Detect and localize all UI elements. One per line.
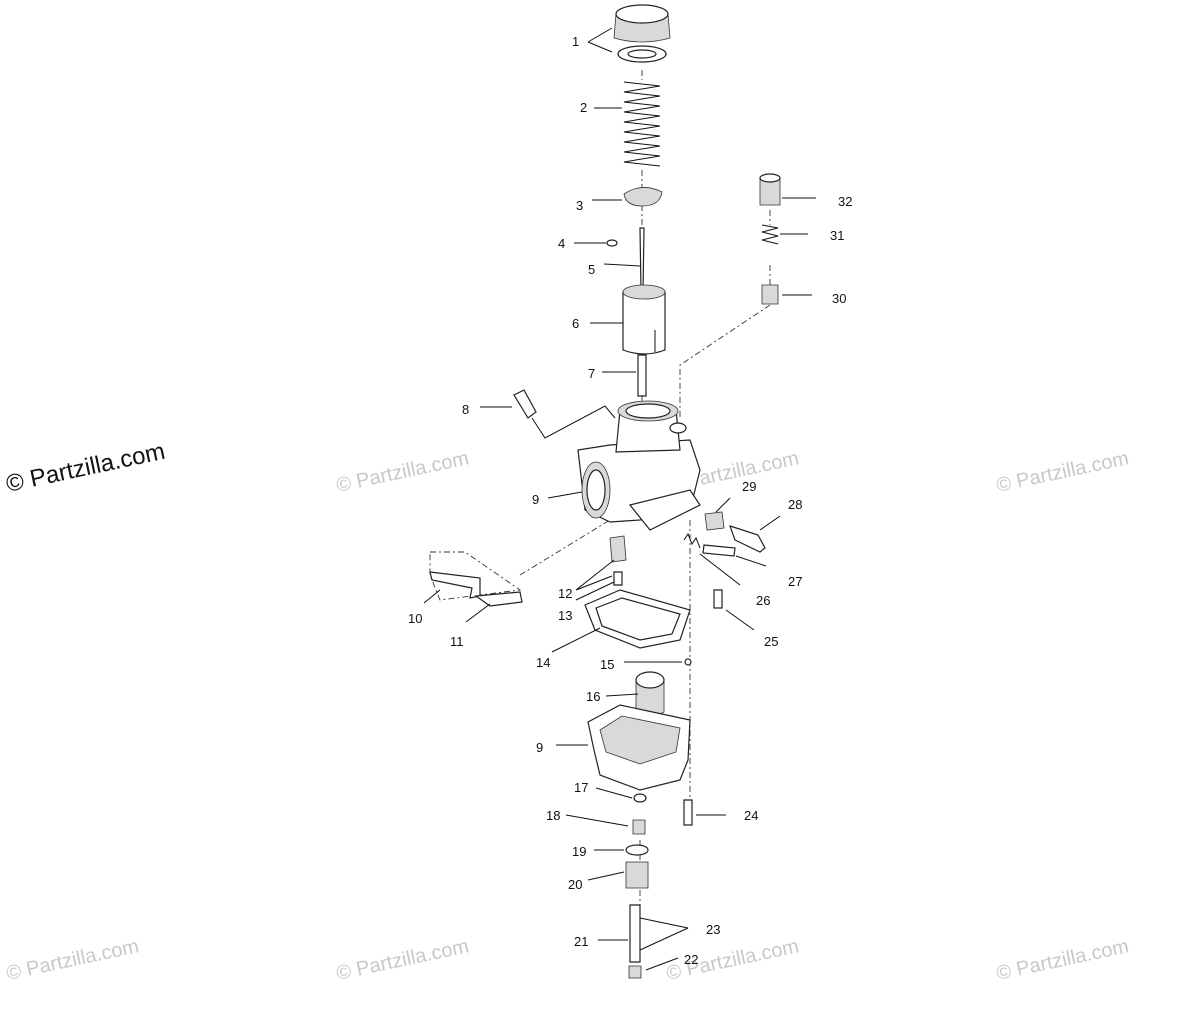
- callout-label: 2: [580, 100, 587, 115]
- clip-part: [606, 239, 618, 247]
- float-part: [635, 671, 665, 717]
- watermark: © Partzilla.com: [994, 447, 1130, 497]
- callout-label: 25: [764, 634, 778, 649]
- bracket-part: [429, 571, 523, 607]
- jets-part: [609, 535, 627, 586]
- choke-cap-part: [513, 389, 537, 419]
- callout-label: 28: [788, 497, 802, 512]
- watermark: © Partzilla.com: [994, 935, 1130, 985]
- watermark-main: © Partzilla.com: [4, 438, 168, 498]
- watermark: © Partzilla.com: [334, 447, 470, 497]
- parts: [429, 4, 781, 979]
- callout-label: 6: [572, 316, 579, 331]
- choke-assembly-part: [759, 173, 781, 305]
- spring-part: [623, 81, 661, 167]
- jet-holder-part: [637, 354, 647, 397]
- callout-label: 26: [756, 593, 770, 608]
- callout-label: 17: [574, 780, 588, 795]
- watermarks: © Partzilla.com © Partzilla.com © Partzi…: [4, 438, 1131, 985]
- watermark: © Partzilla.com: [4, 935, 140, 985]
- callout-label: 8: [462, 402, 469, 417]
- cap-part: [613, 4, 671, 63]
- gasket-part: [584, 589, 691, 649]
- callout-label: 9: [536, 740, 543, 755]
- o-ring-part: [625, 844, 649, 856]
- needle-part: [639, 227, 645, 293]
- float-bowl-part: [587, 704, 691, 803]
- callout-label: 22: [684, 952, 698, 967]
- leader-lines: [423, 27, 816, 971]
- callout-label: 27: [788, 574, 802, 589]
- callout-label: 16: [586, 689, 600, 704]
- callout-label: 31: [830, 228, 844, 243]
- callout-label: 5: [588, 262, 595, 277]
- callout-label: 3: [576, 198, 583, 213]
- callout-label: 30: [832, 291, 846, 306]
- drain-screw-part: [628, 965, 642, 979]
- callout-label: 19: [572, 844, 586, 859]
- callout-label: 9: [532, 492, 539, 507]
- callout-label: 15: [600, 657, 614, 672]
- plug-part: [625, 861, 649, 889]
- callout-label: 23: [706, 922, 720, 937]
- screw-part: [713, 589, 723, 609]
- callout-label: 13: [558, 608, 572, 623]
- callout-label: 11: [450, 634, 464, 649]
- callout-label: 29: [742, 479, 756, 494]
- pin-part: [684, 658, 692, 666]
- main-jet-part: [632, 819, 646, 835]
- pilot-screw-part: [683, 532, 736, 557]
- carburetor-body-part: [577, 400, 701, 531]
- callout-label: 4: [558, 236, 565, 251]
- retainer-part: [623, 187, 663, 207]
- callout-label: 12: [558, 586, 572, 601]
- watermark: © Partzilla.com: [334, 935, 470, 985]
- callout-label: 20: [568, 877, 582, 892]
- drain-tube-part: [629, 904, 641, 963]
- air-screw-part: [704, 511, 766, 553]
- callout-label: 1: [572, 34, 579, 49]
- callout-label: 14: [536, 655, 550, 670]
- bowl-screw-part: [683, 799, 693, 826]
- callout-label: 7: [588, 366, 595, 381]
- callout-label: 21: [574, 934, 588, 949]
- callout-labels: 1 2 3 4 5 6 7 8 9 9 10 11 12 13 14 15 16…: [408, 34, 852, 967]
- callout-label: 10: [408, 611, 422, 626]
- callout-label: 32: [838, 194, 852, 209]
- throttle-valve-part: [622, 284, 666, 355]
- callout-label: 24: [744, 808, 758, 823]
- callout-label: 18: [546, 808, 560, 823]
